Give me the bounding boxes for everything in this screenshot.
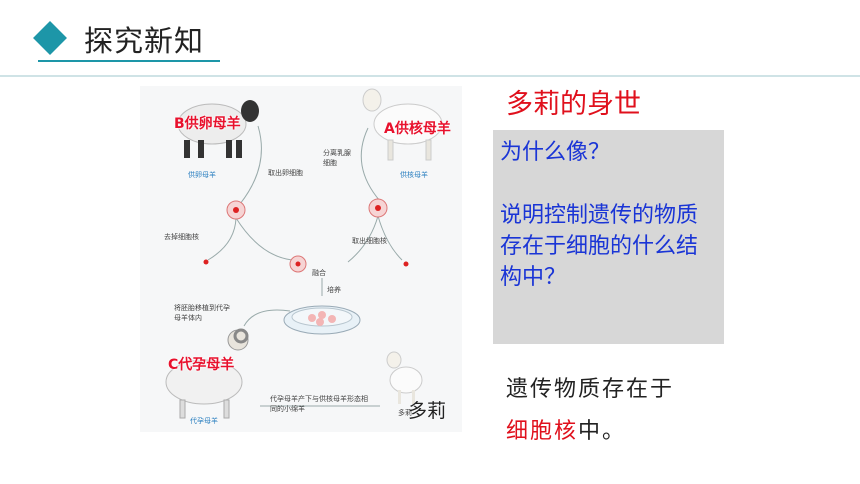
removed-nucleus [203, 259, 209, 265]
caption-take-egg: 取出卵细胞 [268, 169, 303, 177]
answer-line-2: 细胞核中。 [506, 413, 626, 445]
title-underline [38, 60, 220, 62]
sheep-b-illustration [177, 100, 259, 158]
dolly-label: 多莉 [408, 400, 447, 422]
header-divider [0, 75, 860, 77]
caption-separate-mammary: 分离乳腺细胞 [323, 149, 351, 167]
story-title: 多莉的身世 [506, 89, 641, 120]
caption-surrogate: 代孕母羊 [190, 417, 218, 425]
label-surrogate-c: C代孕母羊 [168, 357, 235, 373]
caption-culture: 培养 [327, 286, 341, 294]
question-2: 说明控制遗传的物质存在于细胞的什么结构中？ [500, 203, 699, 290]
sheep-a-illustration [362, 88, 443, 161]
page-title: 探究新知 [84, 24, 205, 58]
question-box [493, 130, 724, 344]
fused-cell [289, 255, 307, 273]
caption-birth: 代孕母羊产下与供核母羊形态相同的小绵羊 [270, 395, 368, 413]
caption-transplant: 将胚胎移植到代孕母羊体内 [174, 304, 230, 322]
answer-highlight: 细胞核 [506, 419, 579, 444]
caption-remove-nucleus: 去掉细胞核 [164, 233, 199, 241]
egg-cell-1 [226, 200, 246, 220]
sheep-c-illustration [165, 328, 249, 419]
cloning-flow-svg [165, 88, 443, 419]
caption-egg-donor: 供卵母羊 [188, 171, 216, 179]
answer-line-1: 遗传物质存在于 [506, 377, 675, 402]
question-1: 为什么像？ [500, 140, 611, 165]
caption-fusion: 融合 [312, 269, 326, 277]
caption-nucleus-donor: 供核母羊 [400, 171, 428, 179]
petri-dish [283, 305, 361, 335]
label-donor-a: A供核母羊 [384, 121, 451, 137]
lamb-dolly-illustration [386, 351, 423, 404]
header-diamond-icon [33, 21, 67, 55]
donor-cell-2 [368, 198, 388, 218]
cloning-diagram: B供卵母羊 A供核母羊 C代孕母羊 供卵母羊 供核母羊 代孕母羊 多莉 取出卵细… [140, 86, 462, 432]
caption-dolly-small: 多莉 [398, 409, 412, 417]
taken-nucleus [403, 261, 409, 267]
caption-take-nucleus: 取出细胞核 [352, 237, 387, 245]
label-donor-b: B供卵母羊 [174, 116, 241, 132]
answer-tail: 中。 [578, 419, 627, 444]
